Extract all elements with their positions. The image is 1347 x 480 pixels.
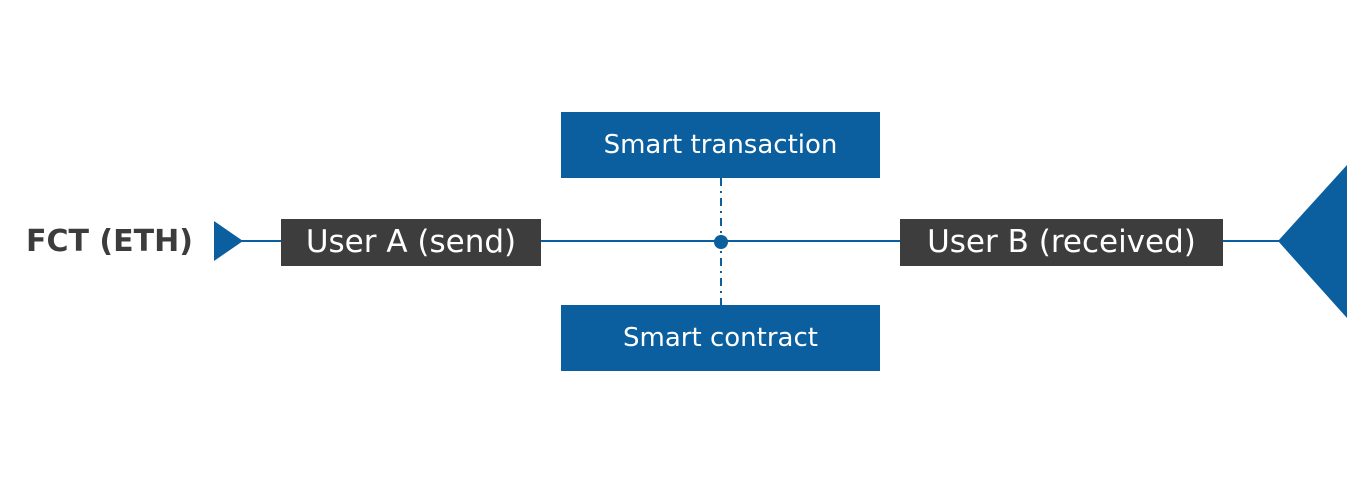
smart-transaction-box: Smart transaction — [561, 112, 880, 178]
receiver-node: User B (received) — [900, 219, 1223, 266]
source-label: FCT (ETH) — [26, 224, 193, 259]
sender-node: User A (send) — [281, 219, 541, 266]
end-arrow-icon — [1278, 165, 1347, 318]
junction-dot — [714, 235, 728, 249]
start-arrow-icon — [214, 221, 243, 261]
smart-contract-box: Smart contract — [561, 305, 880, 371]
